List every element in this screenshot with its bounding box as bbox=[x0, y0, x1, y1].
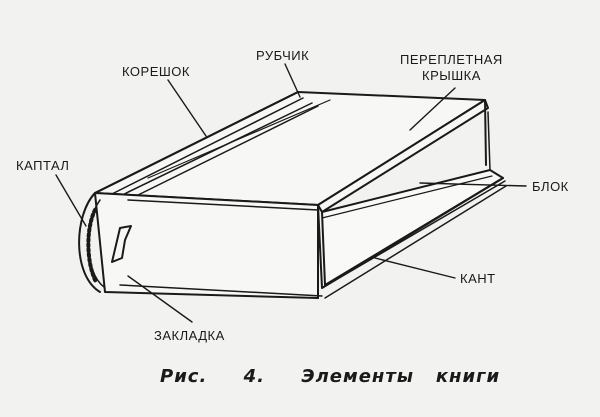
label-kaptal: КАПТАЛ bbox=[16, 158, 70, 173]
spine-band-line-4 bbox=[147, 99, 331, 179]
spine-band-line-1 bbox=[99, 97, 304, 201]
label-kant: КАНТ bbox=[460, 271, 496, 286]
spine-band-line-2 bbox=[117, 102, 313, 198]
leader-zakladka bbox=[127, 275, 193, 323]
front-face-inner-line bbox=[127, 199, 319, 211]
bookmark-ribbon bbox=[111, 225, 132, 263]
bottom-cover-edge-2 bbox=[324, 185, 507, 299]
kaptal-beads bbox=[86, 208, 98, 284]
spine-band-line-3 bbox=[127, 105, 319, 201]
top-cover-front-edge bbox=[317, 99, 489, 213]
leader-rubchik bbox=[284, 63, 301, 98]
figure-caption: Рис. 4. Элементы книги bbox=[160, 366, 500, 387]
label-pereplet-line2: КРЫШКА bbox=[422, 68, 481, 83]
spine-curve-outer bbox=[78, 192, 101, 293]
spine-top-band bbox=[94, 91, 299, 194]
book-front-face bbox=[94, 192, 319, 299]
label-rubchik: РУБЧИК bbox=[256, 48, 310, 63]
label-blok: БЛОК bbox=[532, 179, 569, 194]
leader-blok bbox=[419, 182, 527, 187]
caption-text: Элементы книги bbox=[301, 366, 501, 387]
block-page-line bbox=[321, 175, 493, 219]
caption-prefix: Рис. bbox=[160, 366, 208, 387]
label-zakladka: ЗАКЛАДКА bbox=[154, 328, 225, 343]
block-pages-top bbox=[487, 111, 491, 171]
bottom-cover-edge-1 bbox=[321, 180, 506, 289]
label-koreshok: КОРЕШОК bbox=[122, 64, 190, 79]
leader-kant bbox=[374, 257, 456, 279]
label-pereplet-line1: ПЕРЕПЛЕТНАЯ bbox=[400, 52, 503, 67]
leader-kaptal bbox=[55, 174, 87, 227]
leader-koreshok bbox=[167, 79, 207, 137]
front-face-bottom-line bbox=[119, 284, 323, 297]
leader-pereplet bbox=[409, 87, 456, 131]
cover-right-edge bbox=[484, 99, 487, 166]
caption-number: 4. bbox=[243, 366, 266, 387]
